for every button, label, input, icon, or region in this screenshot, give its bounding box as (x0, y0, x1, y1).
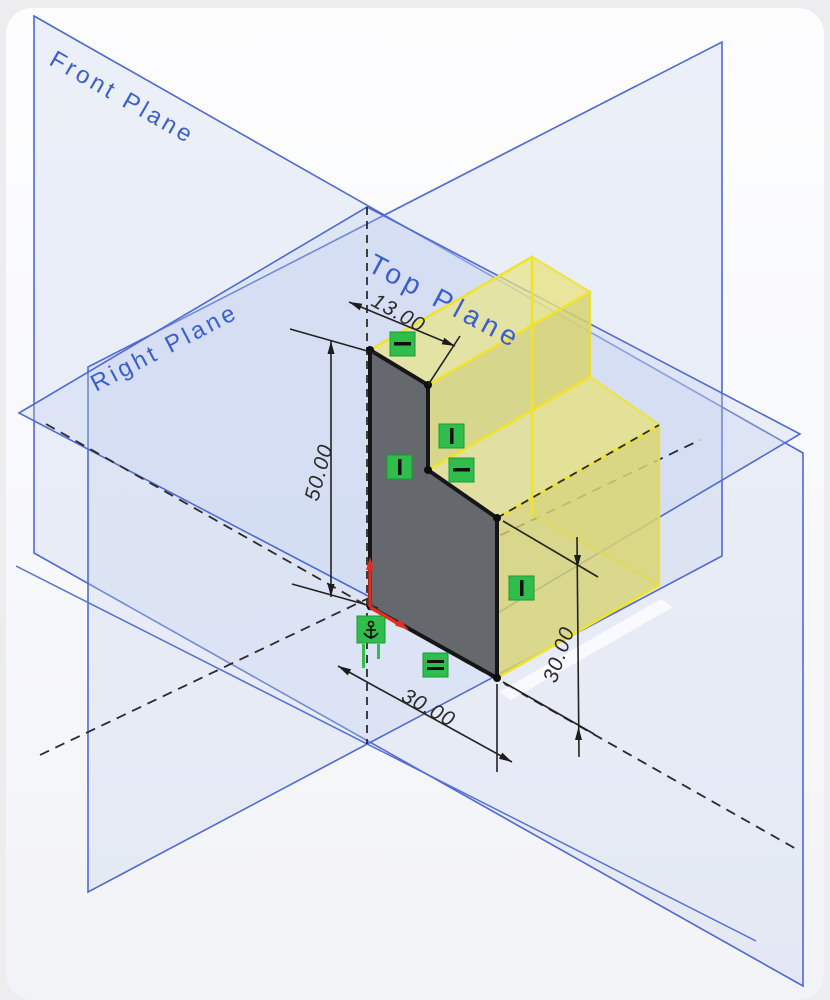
constraint-vertical-step[interactable] (438, 423, 465, 449)
constraint-fixed-anchor-icon[interactable] (356, 615, 386, 668)
arrowhead (327, 341, 335, 354)
arrowhead (441, 337, 455, 346)
dimension-line (348, 301, 456, 347)
solid-lower-right-face (497, 425, 659, 678)
hidden-step-edge-dashed (496, 424, 660, 519)
sketch-vertex[interactable] (424, 466, 432, 474)
origin-x-arrow (369, 605, 403, 628)
dimension-left-height[interactable]: 50.00 (289, 328, 379, 609)
arrowhead (575, 727, 582, 740)
arrowhead (349, 302, 363, 311)
extension-line (289, 328, 379, 355)
constraint-horizontal-step[interactable] (448, 457, 475, 483)
solid-top-face (370, 257, 590, 385)
constraint-horizontal-top[interactable] (389, 331, 416, 357)
extension-line (291, 583, 379, 609)
dimension-line (337, 665, 513, 763)
arrowhead (327, 584, 335, 597)
constraint-vertical-left[interactable] (386, 454, 413, 480)
origin-arrowhead (366, 557, 374, 570)
plane-edge-line (15, 565, 757, 942)
origin-arrowhead (395, 619, 409, 630)
sketch-vertex[interactable] (493, 514, 501, 522)
arrowhead (498, 752, 512, 762)
sketch-vertex[interactable] (493, 674, 501, 682)
solid-upper-right-face (428, 292, 590, 470)
constraint-equal-bottom[interactable] (422, 652, 449, 678)
extension-line (502, 520, 599, 578)
solid-reflection (499, 599, 673, 700)
solid-step-top-face (428, 377, 659, 518)
constraint-vertical-right[interactable] (508, 575, 535, 601)
sketch-constraints (356, 331, 535, 678)
origin-triad[interactable] (366, 557, 409, 630)
arrowhead (574, 555, 581, 568)
dimension-line (576, 536, 580, 758)
arrowhead (338, 666, 352, 676)
extension-line (427, 335, 461, 386)
